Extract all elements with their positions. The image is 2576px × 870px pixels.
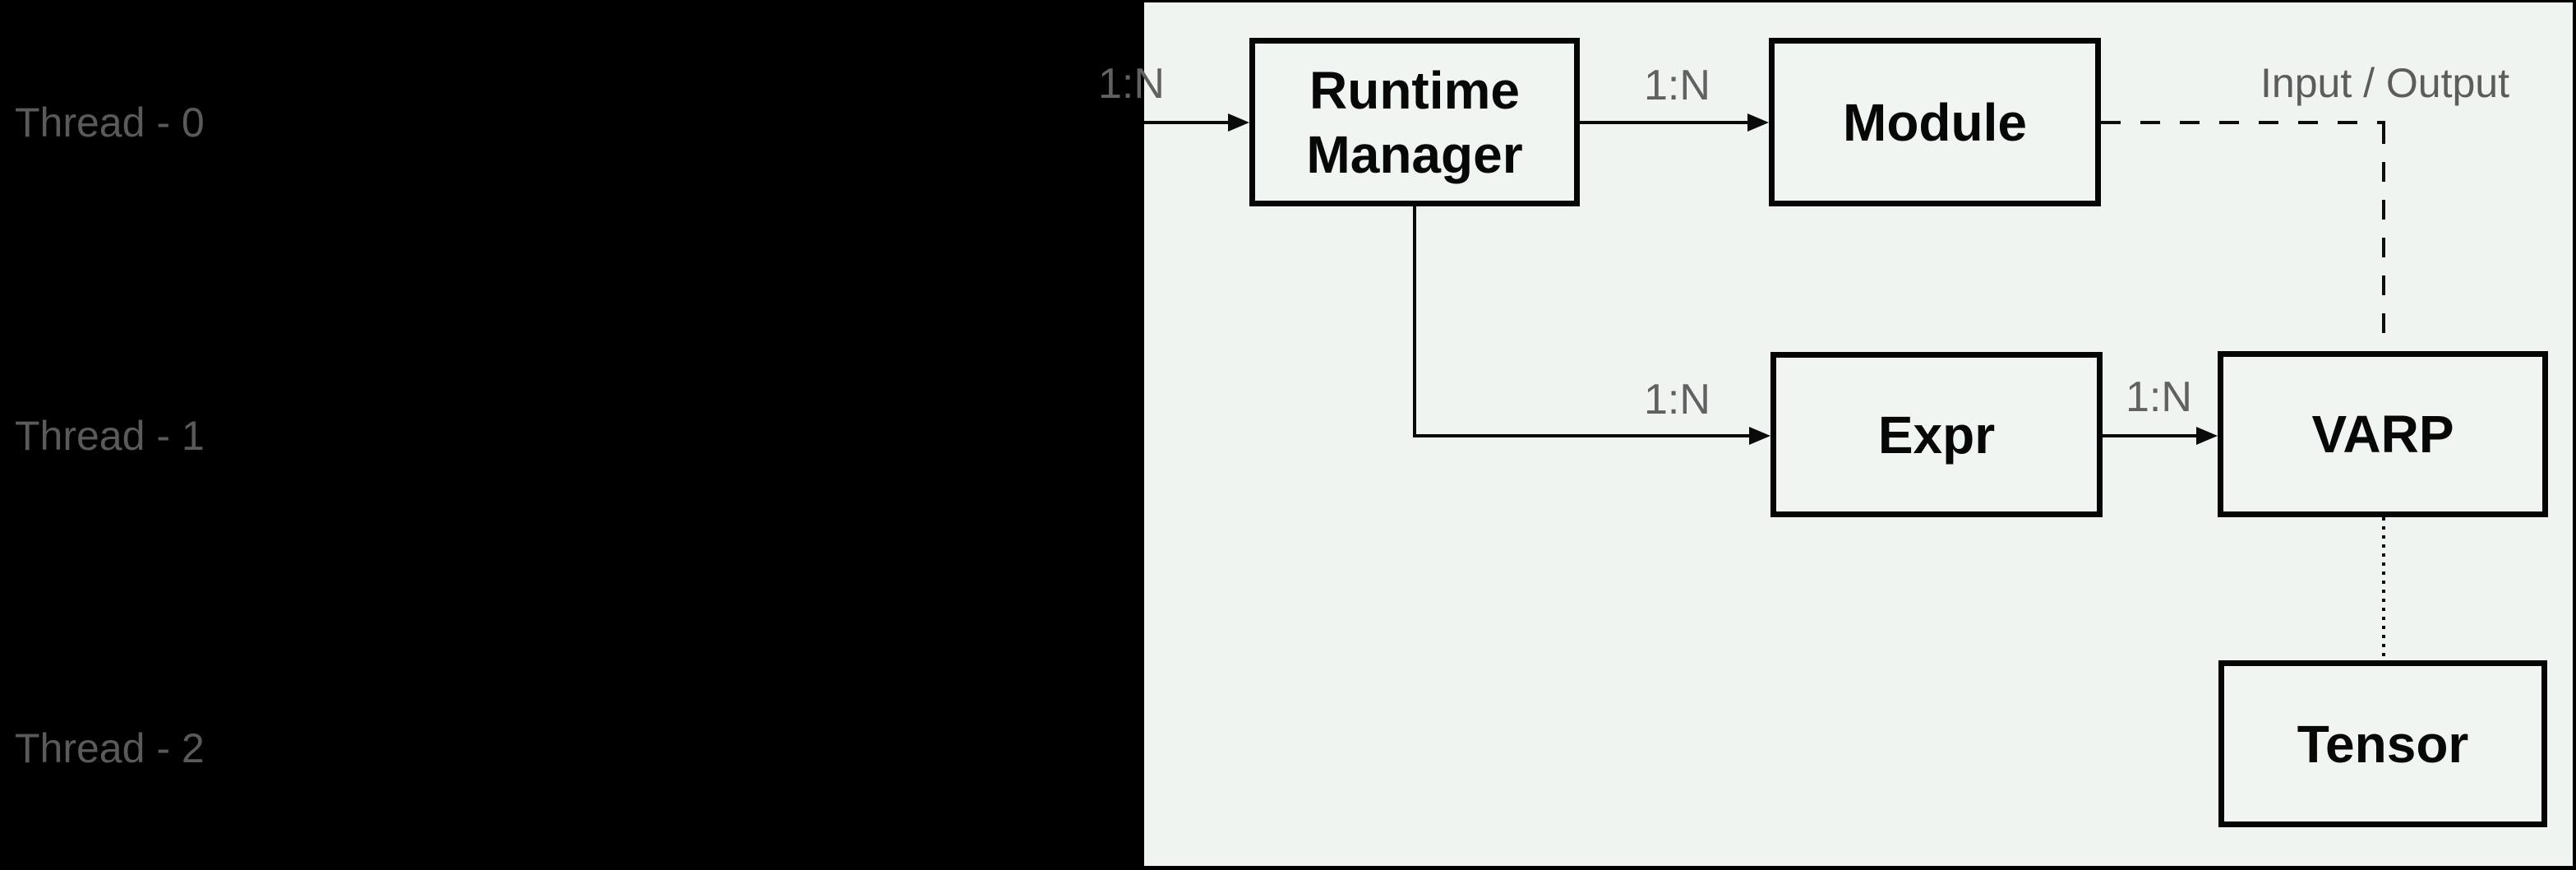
edge-runtime-to-expr-vertical-line [1413, 206, 1416, 436]
edge-expr-to-varp-line [2103, 434, 2198, 437]
edge-module-to-varp-dashed-vertical [2382, 124, 2385, 351]
edge-runtime-to-module-label: 1:N [1644, 62, 1710, 109]
edge-runtime-to-expr-arrowhead [1749, 427, 1770, 445]
edge-module-to-varp-label: Input / Output [2260, 60, 2509, 106]
edge-in-to-runtime-arrowhead [1228, 113, 1249, 132]
node-tensor: Tensor [2218, 660, 2547, 827]
edge-expr-to-varp-arrowhead [2196, 427, 2218, 445]
node-varp-label: VARP [2311, 405, 2454, 464]
node-module-label: Module [1843, 92, 2027, 152]
edge-in-to-runtime-line [1144, 121, 1230, 124]
edge-in-to-runtime-label: 1:N [1098, 60, 1165, 108]
node-expr-label: Expr [1877, 405, 1996, 465]
edge-runtime-to-module-arrowhead [1747, 113, 1769, 132]
edge-expr-to-varp-label: 1:N [2126, 373, 2192, 421]
node-module: Module [1769, 38, 2101, 206]
edge-runtime-to-expr-horizontal-line [1413, 434, 1751, 437]
edge-module-to-varp-dashed-horizontal [2101, 121, 2385, 124]
edge-runtime-to-module-line [1580, 121, 1749, 124]
thread-0-label: Thread - 0 [15, 99, 205, 146]
node-tensor-label: Tensor [2297, 714, 2469, 774]
node-varp: VARP [2218, 351, 2548, 517]
node-runtime-manager-label: Runtime Manager [1306, 60, 1523, 184]
node-runtime-manager: Runtime Manager [1249, 38, 1580, 206]
edge-runtime-to-expr-label: 1:N [1644, 376, 1710, 423]
edge-varp-to-tensor-dotted [2382, 517, 2385, 660]
thread-2-label: Thread - 2 [15, 725, 205, 771]
node-expr: Expr [1770, 352, 2103, 517]
thread-1-label: Thread - 1 [15, 413, 205, 459]
